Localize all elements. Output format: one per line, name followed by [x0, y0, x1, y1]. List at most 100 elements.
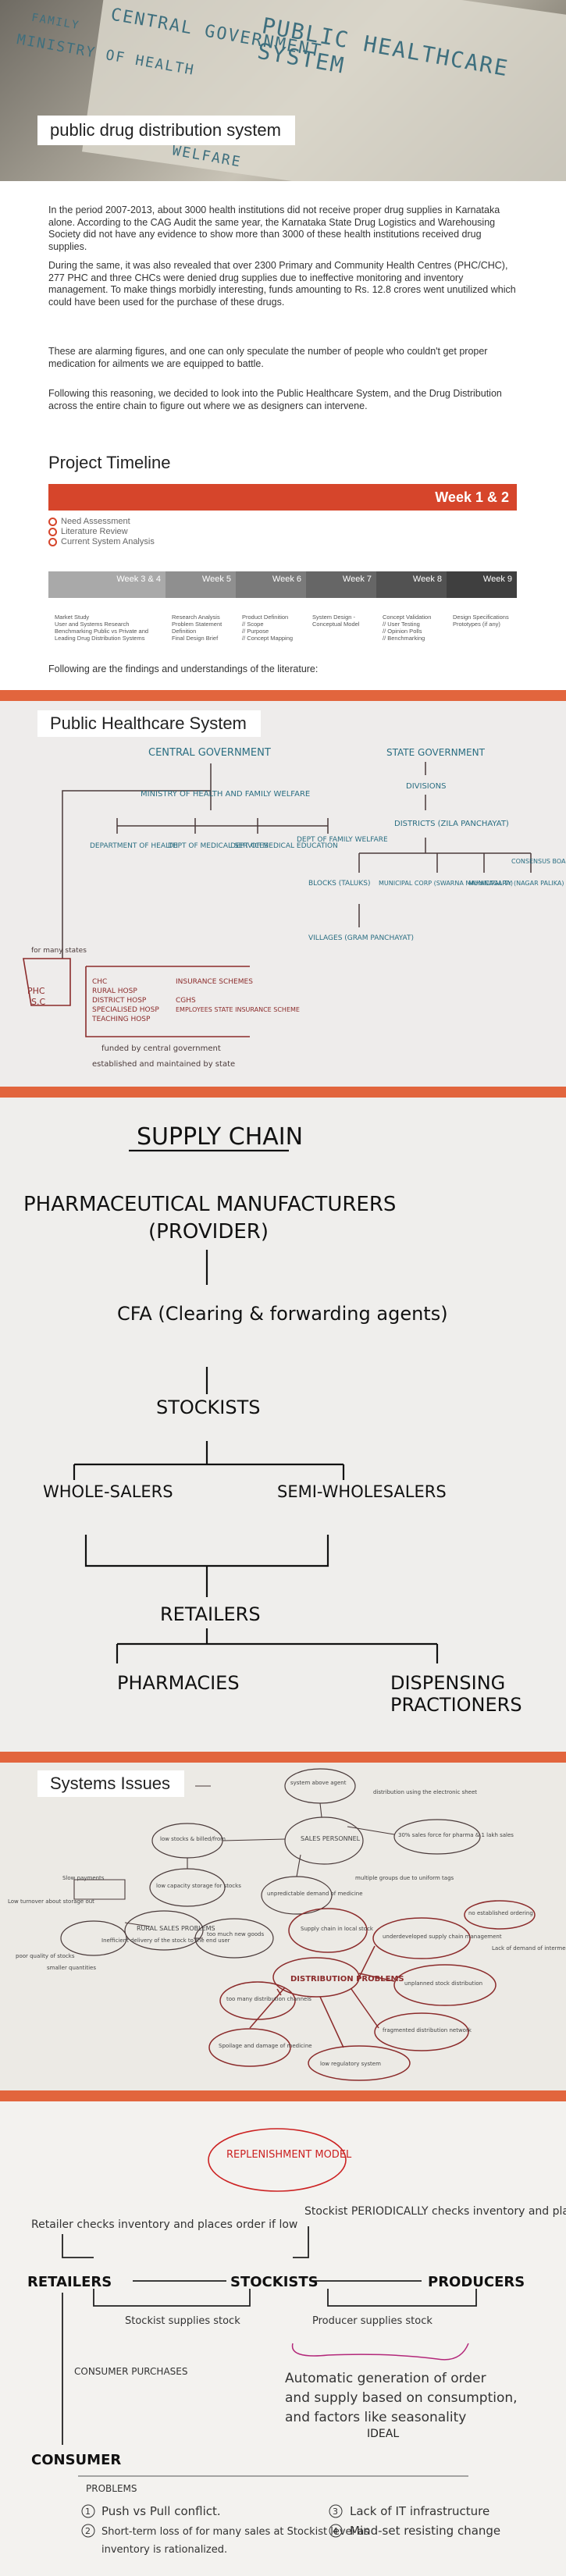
rp-ideal-1: Automatic generation of order	[285, 2371, 486, 2386]
ideal-brace	[291, 2343, 469, 2361]
phs-list1-4: TEACHING HOSP	[91, 1016, 151, 1023]
phs-dept2: DEPT OF MEDICAL SERVICES	[168, 842, 269, 850]
issue-note: too much new goods	[207, 1931, 264, 1937]
phs-list1-1: RURAL HOSP	[92, 987, 137, 995]
timeline-heading: Project Timeline	[48, 453, 171, 472]
week-note: // Concept Mapping	[242, 635, 294, 642]
supply-chain-diagram: SUPPLY CHAIN PHARMACEUTICAL MANUFACTURER…	[23, 1123, 522, 1716]
rp-producer-supplies: Producer supplies stock	[312, 2315, 433, 2327]
phs-phc: PHC	[27, 986, 45, 996]
phs-list1-3: SPECIALISED HOSP	[92, 1006, 159, 1014]
timeline-item: Need Assessment	[48, 517, 155, 527]
num-circle-icon	[81, 2524, 95, 2538]
phs-dept1: DEPARTMENT OF HEALTH	[90, 842, 178, 850]
rp-retailer-note: Retailer checks inventory and places ord…	[31, 2218, 297, 2231]
issue-note: Slow payments	[62, 1875, 105, 1881]
phs-list1-0: CHC	[92, 978, 107, 986]
issues-heading: Systems Issues	[37, 1770, 185, 1797]
phs-many: for many states	[31, 947, 87, 955]
week-note: Product Definition	[242, 614, 289, 621]
issue-note: low capacity storage for stocks	[156, 1883, 241, 1889]
sc-title: SUPPLY CHAIN	[137, 1123, 303, 1151]
week-bar: Week 8	[376, 571, 447, 598]
rp-ideal: IDEAL	[367, 2428, 399, 2440]
issue-note: smaller quantities	[47, 1965, 96, 1971]
week-bar: Week 6	[236, 571, 306, 598]
issues-center: DISTRIBUTION PROBLEMS	[290, 1975, 404, 1984]
phs-central: CENTRAL GOVERNMENT	[148, 747, 271, 759]
rp-prob-2b: inventory is rationalized.	[101, 2544, 227, 2556]
phs-list2-2: EMPLOYEES STATE INSURANCE SCHEME	[176, 1006, 300, 1013]
week-note: // Opinion Polls	[383, 628, 422, 635]
sc-provider: (PROVIDER)	[148, 1220, 269, 1244]
week-notes-column: Product Definition// Scope// Purpose// C…	[236, 614, 306, 642]
rp-prob-1: Push vs Pull conflict.	[101, 2504, 221, 2518]
phs-dept4: DEPT OF FAMILY WELFARE	[297, 836, 388, 844]
phs-sc: S.C	[31, 997, 45, 1007]
week-bar: Week 3 & 4	[48, 571, 166, 598]
issues-diagram: stock system above agent distribution us…	[8, 1768, 566, 2081]
issue-note: Supply chain in local stock	[301, 1926, 374, 1932]
week-note: // Benchmarking	[383, 635, 425, 642]
issue-note: underdeveloped supply chain management	[383, 1934, 502, 1940]
issue-note: distribution using the electronic sheet	[373, 1789, 477, 1795]
rp-consumer-purchases: CONSUMER PURCHASES	[74, 2366, 187, 2377]
week-bar: Week 5	[166, 571, 236, 598]
week-note: Definition	[172, 628, 197, 635]
sc-pharmacies: PHARMACIES	[117, 1672, 240, 1694]
issue-note: poor quality of stocks	[16, 1953, 75, 1959]
week-note: Leading Drug Distribution Systems	[55, 635, 145, 642]
phs-blocks: BLOCKS (TALUKS)	[308, 880, 370, 888]
section-divider	[0, 2090, 566, 2101]
phs-state: STATE GOVERNMENT	[386, 747, 486, 758]
issue-note: Inefficient delivery of the stock to the…	[101, 1937, 230, 1944]
issue-note: SALES PERSONNEL	[301, 1835, 361, 1842]
rp-stockists: STOCKISTS	[230, 2274, 319, 2290]
sc-dispensing: DISPENSING	[390, 1672, 505, 1694]
section-divider	[0, 690, 566, 701]
week-1-2-label: Week 1 & 2	[435, 489, 509, 505]
issue-note: Low turnover about storage out	[8, 1898, 94, 1905]
num-circle-icon	[81, 2504, 95, 2518]
phs-districts: DISTRICTS (ZILA PANCHAYAT)	[394, 820, 509, 828]
week-note: Final Design Brief	[172, 635, 219, 642]
rp-stockist-supplies: Stockist supplies stock	[125, 2315, 240, 2327]
phs-ministry: MINISTRY OF HEALTH AND FAMILY WELFARE	[141, 790, 310, 799]
week-notes-column: System Design -Conceptual Model	[306, 614, 376, 642]
phs-diagram: CENTRAL GOVERNMENT STATE GOVERNMENT MINI…	[23, 747, 566, 1069]
phs-heading: Public Healthcare System	[37, 710, 261, 737]
phs-cantonment: CONSENSUS BOARD (CANTONMENT)	[511, 858, 566, 865]
sc-wholesalers: WHOLE-SALERS	[43, 1482, 173, 1501]
phs-funded: funded by central government	[101, 1044, 221, 1053]
week-note: Problem Statement	[172, 621, 222, 628]
page-title: public drug distribution system	[37, 116, 295, 145]
timeline-item-label: Need Assessment	[61, 517, 130, 526]
phs-divisions: DIVISIONS	[406, 782, 446, 791]
sc-manufacturers: PHARMACEUTICAL MANUFACTURERS	[23, 1193, 396, 1216]
rp-retailers: RETAILERS	[27, 2274, 112, 2290]
week-note: Research Analysis	[172, 614, 220, 621]
week-bar: Week 7	[306, 571, 376, 598]
intro-paragraph-1: In the period 2007-2013, about 3000 heal…	[48, 205, 500, 252]
week-notes-column: Concept Validation// User Testing// Opin…	[376, 614, 447, 642]
timeline-footer: Following are the findings and understan…	[48, 664, 319, 674]
issue-note: Spoilage and damage of medicine	[219, 2043, 312, 2049]
rp-num-3: 3	[333, 2507, 338, 2517]
sc-practioners: PRACTIONERS	[390, 1694, 522, 1716]
rp-stockist-note: Stockist PERIODICALLY checks inventory a…	[304, 2205, 566, 2218]
sc-cfa: CFA (Clearing & forwarding agents)	[117, 1303, 448, 1325]
num-circle-icon	[329, 2504, 343, 2518]
issue-note: unplanned stock distribution	[404, 1980, 482, 1987]
title-ellipse	[208, 2128, 347, 2192]
issue-note: Lack of demand of intermediaries	[492, 1945, 566, 1952]
rp-consumer: CONSUMER	[31, 2452, 121, 2468]
ring-bullet-icon	[48, 528, 57, 536]
week-note: User and Systems Research	[55, 621, 130, 628]
hero-banner: CENTRAL GOVERNMENT PUBLIC HEALTHCARE SYS…	[0, 0, 566, 181]
phs-established: established and maintained by state	[92, 1060, 235, 1069]
systems-issues-board: stock system above agent distribution us…	[0, 1763, 566, 2090]
ring-bullet-icon	[48, 518, 57, 526]
